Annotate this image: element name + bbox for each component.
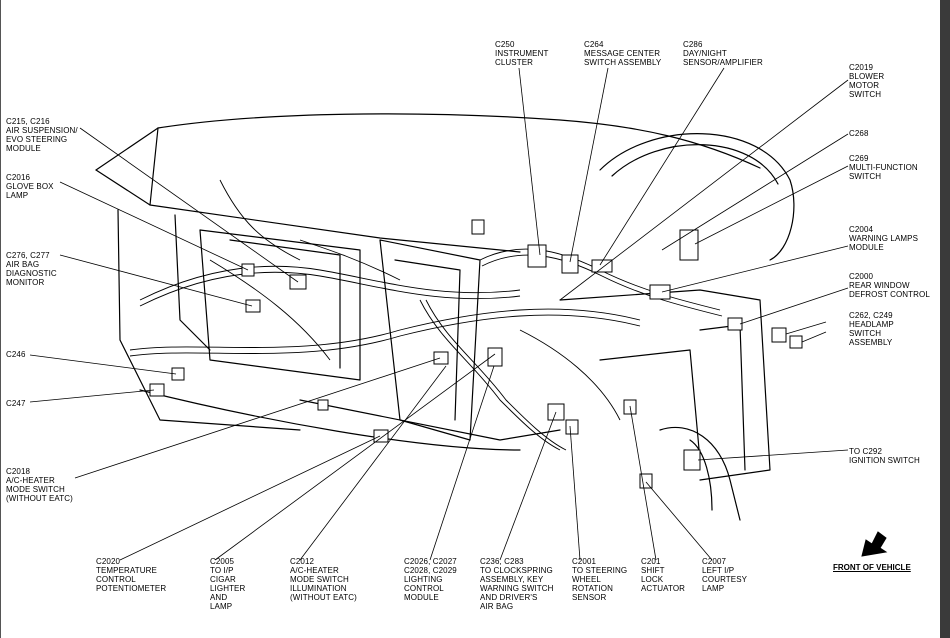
connector-c246 bbox=[171, 367, 185, 381]
label-c215: C215, C216 AIR SUSPENSION/ EVO STEERING … bbox=[6, 117, 78, 153]
connector-c2001 bbox=[565, 419, 579, 435]
right-border bbox=[940, 0, 950, 638]
label-c292: TO C292 IGNITION SWITCH bbox=[849, 447, 920, 465]
label-c2001: C2001 TO STEERING WHEEL ROTATION SENSOR bbox=[572, 557, 628, 602]
label-c276: C276, C277 AIR BAG DIAGNOSTIC MONITOR bbox=[6, 251, 57, 287]
connector-c2000 bbox=[727, 317, 743, 331]
label-c250: C250 INSTRUMENT CLUSTER bbox=[495, 40, 549, 67]
connector-c264 bbox=[561, 254, 579, 274]
connector-c292 bbox=[683, 449, 701, 471]
left-border bbox=[0, 0, 1, 638]
label-c246: C246 bbox=[6, 350, 26, 359]
connector-c250 bbox=[527, 244, 547, 268]
connector-c276 bbox=[245, 299, 261, 313]
front-of-vehicle-label: FRONT OF VEHICLE bbox=[833, 563, 911, 572]
connector-c262 bbox=[771, 327, 787, 343]
label-c264: C264 MESSAGE CENTER SWITCH ASSEMBLY bbox=[584, 40, 662, 67]
label-c201: C201 SHIFT LOCK ACTUATOR bbox=[641, 557, 686, 593]
label-c2005: C2005 TO I/P CIGAR LIGHTER AND LAMP bbox=[210, 557, 246, 611]
label-c236: C236, C283 TO CLOCKSPRING ASSEMBLY, KEY … bbox=[480, 557, 554, 611]
wiring-harness bbox=[129, 179, 723, 451]
label-c286: C286 DAY/NIGHT SENSOR/AMPLIFIER bbox=[683, 40, 763, 67]
label-c2019: C2019 BLOWER MOTOR SWITCH bbox=[849, 63, 885, 99]
connector-c2026 bbox=[487, 347, 503, 367]
label-c2012: C2012 A/C-HEATER MODE SWITCH ILLUMINATIO… bbox=[290, 557, 357, 602]
leader-lines bbox=[29, 67, 849, 561]
label-c262: C262, C249 HEADLAMP SWITCH ASSEMBLY bbox=[849, 311, 894, 347]
connector-misc bbox=[317, 399, 329, 411]
label-c2007: C2007 LEFT I/P COURTESY LAMP bbox=[702, 557, 748, 593]
label-c2026: C2026, C2027 C2028, C2029 LIGHTING CONTR… bbox=[404, 557, 457, 602]
label-c2004: C2004 WARNING LAMPS MODULE bbox=[849, 225, 919, 252]
label-c2016: C2016 GLOVE BOX LAMP bbox=[6, 173, 54, 200]
connector-c2004 bbox=[649, 284, 671, 300]
connector-c2018 bbox=[433, 351, 449, 365]
label-c2020: C2020 TEMPERATURE CONTROL POTENTIOMETER bbox=[96, 557, 167, 593]
connector-c269 bbox=[679, 229, 699, 261]
label-c2000: C2000 REAR WINDOW DEFROST CONTROL bbox=[849, 272, 930, 299]
label-c247: C247 bbox=[6, 399, 26, 408]
connectors bbox=[149, 219, 803, 489]
connector-top bbox=[471, 219, 485, 235]
connector-c286 bbox=[591, 259, 613, 273]
label-c2018: C2018 A/C-HEATER MODE SWITCH (WITHOUT EA… bbox=[6, 467, 73, 503]
label-c269: C269 MULTI-FUNCTION SWITCH bbox=[849, 154, 918, 181]
front-arrow-icon bbox=[861, 531, 888, 557]
connector-c249 bbox=[789, 335, 803, 349]
connector-c2020 bbox=[373, 429, 389, 443]
label-c268: C268 bbox=[849, 129, 869, 138]
